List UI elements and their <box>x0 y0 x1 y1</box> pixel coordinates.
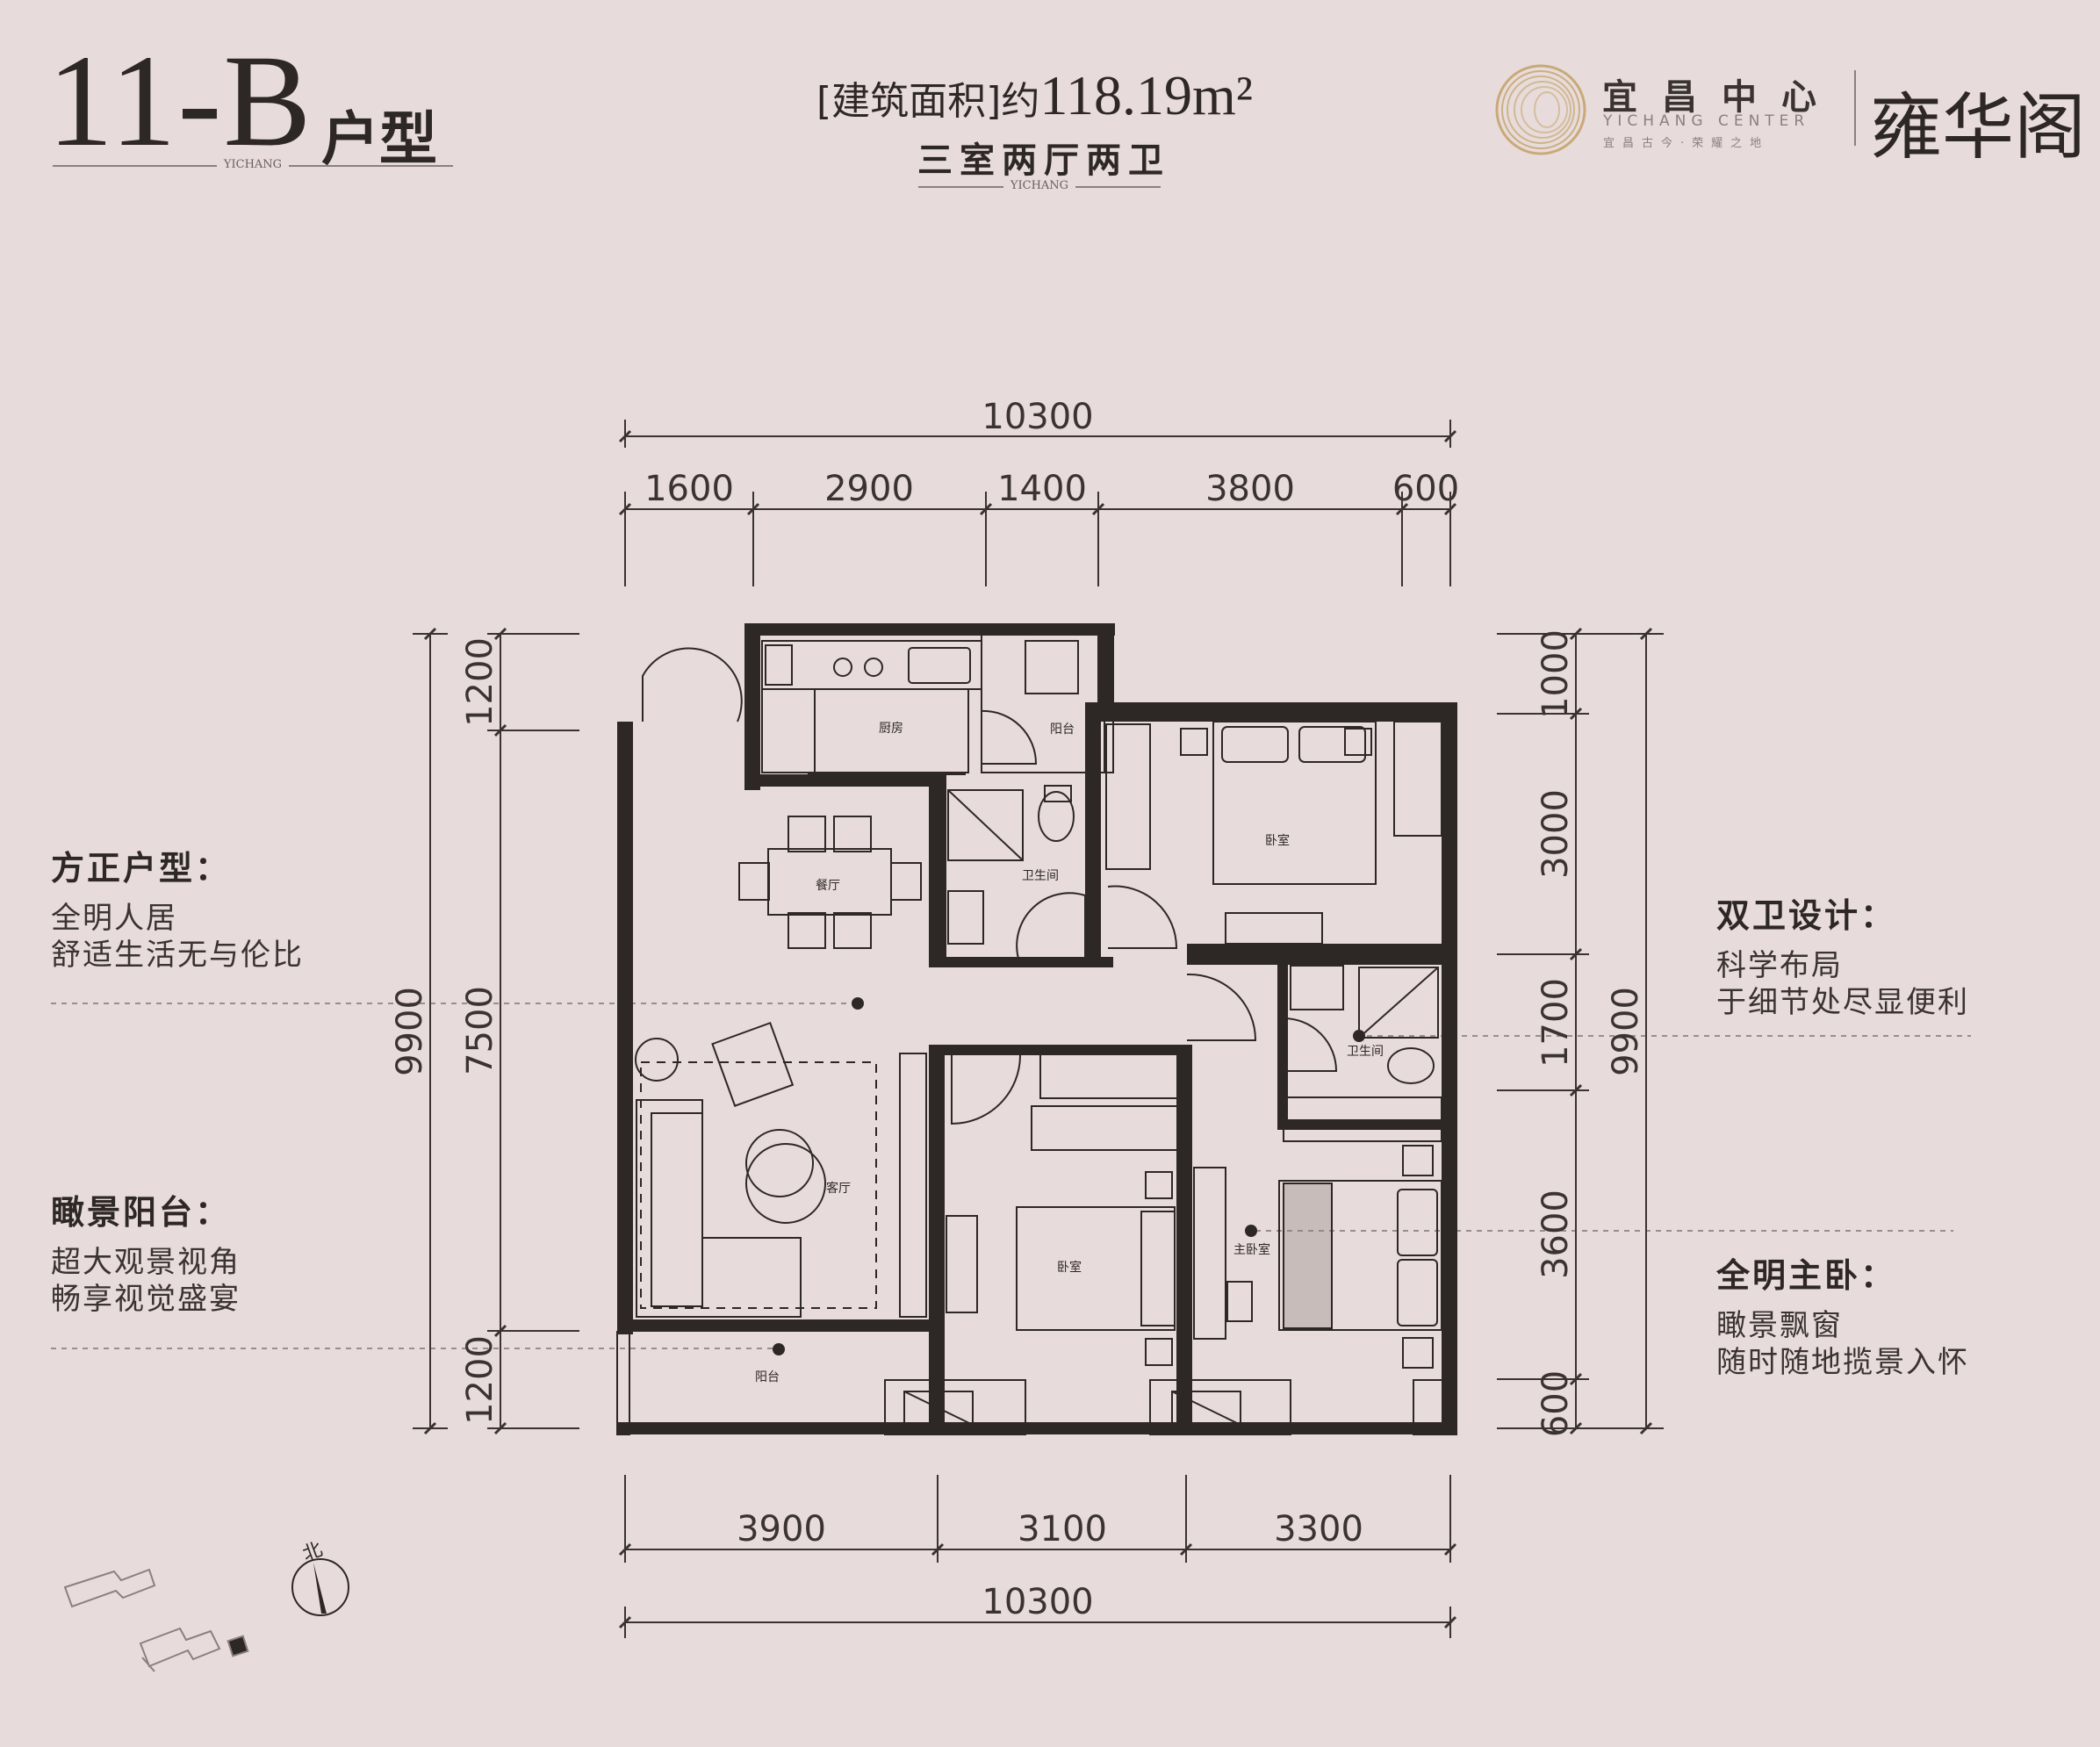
layout-underline: YICHANG <box>918 179 1161 201</box>
brand-sub-left: YICHANG <box>216 158 290 171</box>
feature-line: 畅享视觉盛宴 <box>51 1282 241 1317</box>
room-bath-2: 卫生间 <box>1347 1045 1384 1059</box>
dim-left-part: 1200 <box>460 1335 500 1425</box>
feature-view-balcony: 瞰景阳台： 超大观景视角 畅享视觉盛宴 <box>51 1185 241 1318</box>
dim-bottom-part: 3100 <box>1018 1509 1107 1549</box>
marker-dots <box>773 997 1365 1355</box>
dim-left-part: 7500 <box>460 986 500 1075</box>
feature-title: 全明主卧： <box>1716 1256 1897 1295</box>
logo-divider <box>1854 70 1856 146</box>
room-master-bedroom: 主卧室 <box>1233 1242 1270 1257</box>
compass-icon: 北 <box>291 1539 349 1616</box>
feature-line: 全明人居 <box>51 901 177 936</box>
feature-square-layout: 方正户型： 全明人居 舒适生活无与伦比 <box>51 841 304 974</box>
thin-walls <box>616 631 1449 1435</box>
feature-line: 科学布局 <box>1716 948 1843 983</box>
walls <box>617 623 1457 1435</box>
project-name: 雍华阁 <box>1870 86 2087 169</box>
dim-right-part: 600 <box>1535 1370 1576 1437</box>
dim-right-total: 9900 <box>1606 987 1646 1076</box>
dim-top-part: 1400 <box>997 469 1087 509</box>
dim-top-part: 600 <box>1392 469 1459 509</box>
room-dining: 餐厅 <box>816 879 840 893</box>
room-labels: 厨房 阳台 餐厅 卫生间 卧室 客厅 卫生间 卧室 主卧室 阳台 <box>755 722 1384 1384</box>
feature-line: 于细节处尽显便利 <box>1716 985 1969 1020</box>
unit-code-underline: YICHANG <box>53 158 453 180</box>
feature-title: 方正户型： <box>51 849 232 888</box>
layout-type: 三室两厅两卫 <box>917 140 1170 181</box>
feature-line: 随时随地揽景入怀 <box>1716 1345 1969 1380</box>
dim-top-part: 3800 <box>1205 469 1295 509</box>
room-kitchen: 厨房 <box>879 722 903 736</box>
furniture <box>635 640 1442 1426</box>
dim-top-total: 10300 <box>982 397 1093 437</box>
area-value: 118.19m² <box>1039 64 1253 126</box>
dim-bottom-total: 10300 <box>982 1582 1093 1622</box>
room-bedroom-1: 卧室 <box>1265 833 1290 848</box>
dim-right-part: 1700 <box>1535 978 1576 1068</box>
feature-line: 超大观景视角 <box>51 1245 241 1280</box>
room-living: 客厅 <box>826 1181 851 1196</box>
area-label: [建筑面积]约 <box>816 79 1040 124</box>
dim-top-part: 2900 <box>824 469 914 509</box>
dimension-ticks <box>423 429 1653 1629</box>
guide-lines <box>51 1003 1971 1349</box>
room-bedroom-2: 卧室 <box>1057 1260 1082 1275</box>
dim-bottom-part: 3300 <box>1274 1509 1363 1549</box>
dim-left-total: 9900 <box>390 987 430 1076</box>
dim-bottom-part: 3900 <box>737 1509 826 1549</box>
compass-north-label: 北 <box>300 1539 326 1566</box>
brand-sub-center: YICHANG <box>1003 179 1076 192</box>
site-keyplan-icon <box>63 1568 249 1672</box>
unit-code: 11-B <box>47 28 313 174</box>
room-bath-1: 卫生间 <box>1022 869 1059 883</box>
logo-cn: 宜昌中心 <box>1602 77 1841 118</box>
room-balcony: 阳台 <box>755 1370 780 1384</box>
feature-line: 瞰景飘窗 <box>1716 1308 1843 1343</box>
feature-title: 双卫设计： <box>1716 896 1897 935</box>
dim-right-part: 1000 <box>1535 629 1576 719</box>
room-balcony-small: 阳台 <box>1050 723 1075 737</box>
dim-right-part: 3600 <box>1535 1190 1576 1279</box>
logo-slogan: 宜昌古今·荣耀之地 <box>1603 137 1770 150</box>
feature-title: 瞰景阳台： <box>51 1193 232 1232</box>
dim-left-part: 1200 <box>460 637 500 727</box>
dimension-lines <box>413 420 1664 1638</box>
unit-suffix: 户型 <box>321 105 437 173</box>
logo-ring-icon <box>1495 64 1586 155</box>
logo-en: YICHANG CENTER <box>1603 112 1810 130</box>
feature-double-bath: 双卫设计： 科学布局 于细节处尽显便利 <box>1716 888 1969 1021</box>
doors <box>642 647 1338 1125</box>
feature-line: 舒适生活无与伦比 <box>51 938 304 973</box>
dim-top-part: 1600 <box>644 469 734 509</box>
area-line: [建筑面积]约118.19m² <box>816 63 1253 128</box>
dim-right-part: 3000 <box>1535 789 1576 879</box>
feature-bright-master: 全明主卧： 瞰景飘窗 随时随地揽景入怀 <box>1716 1248 1969 1381</box>
dimension-labels: 10300 1600 2900 1400 3800 600 3900 3100 … <box>390 397 1646 1622</box>
